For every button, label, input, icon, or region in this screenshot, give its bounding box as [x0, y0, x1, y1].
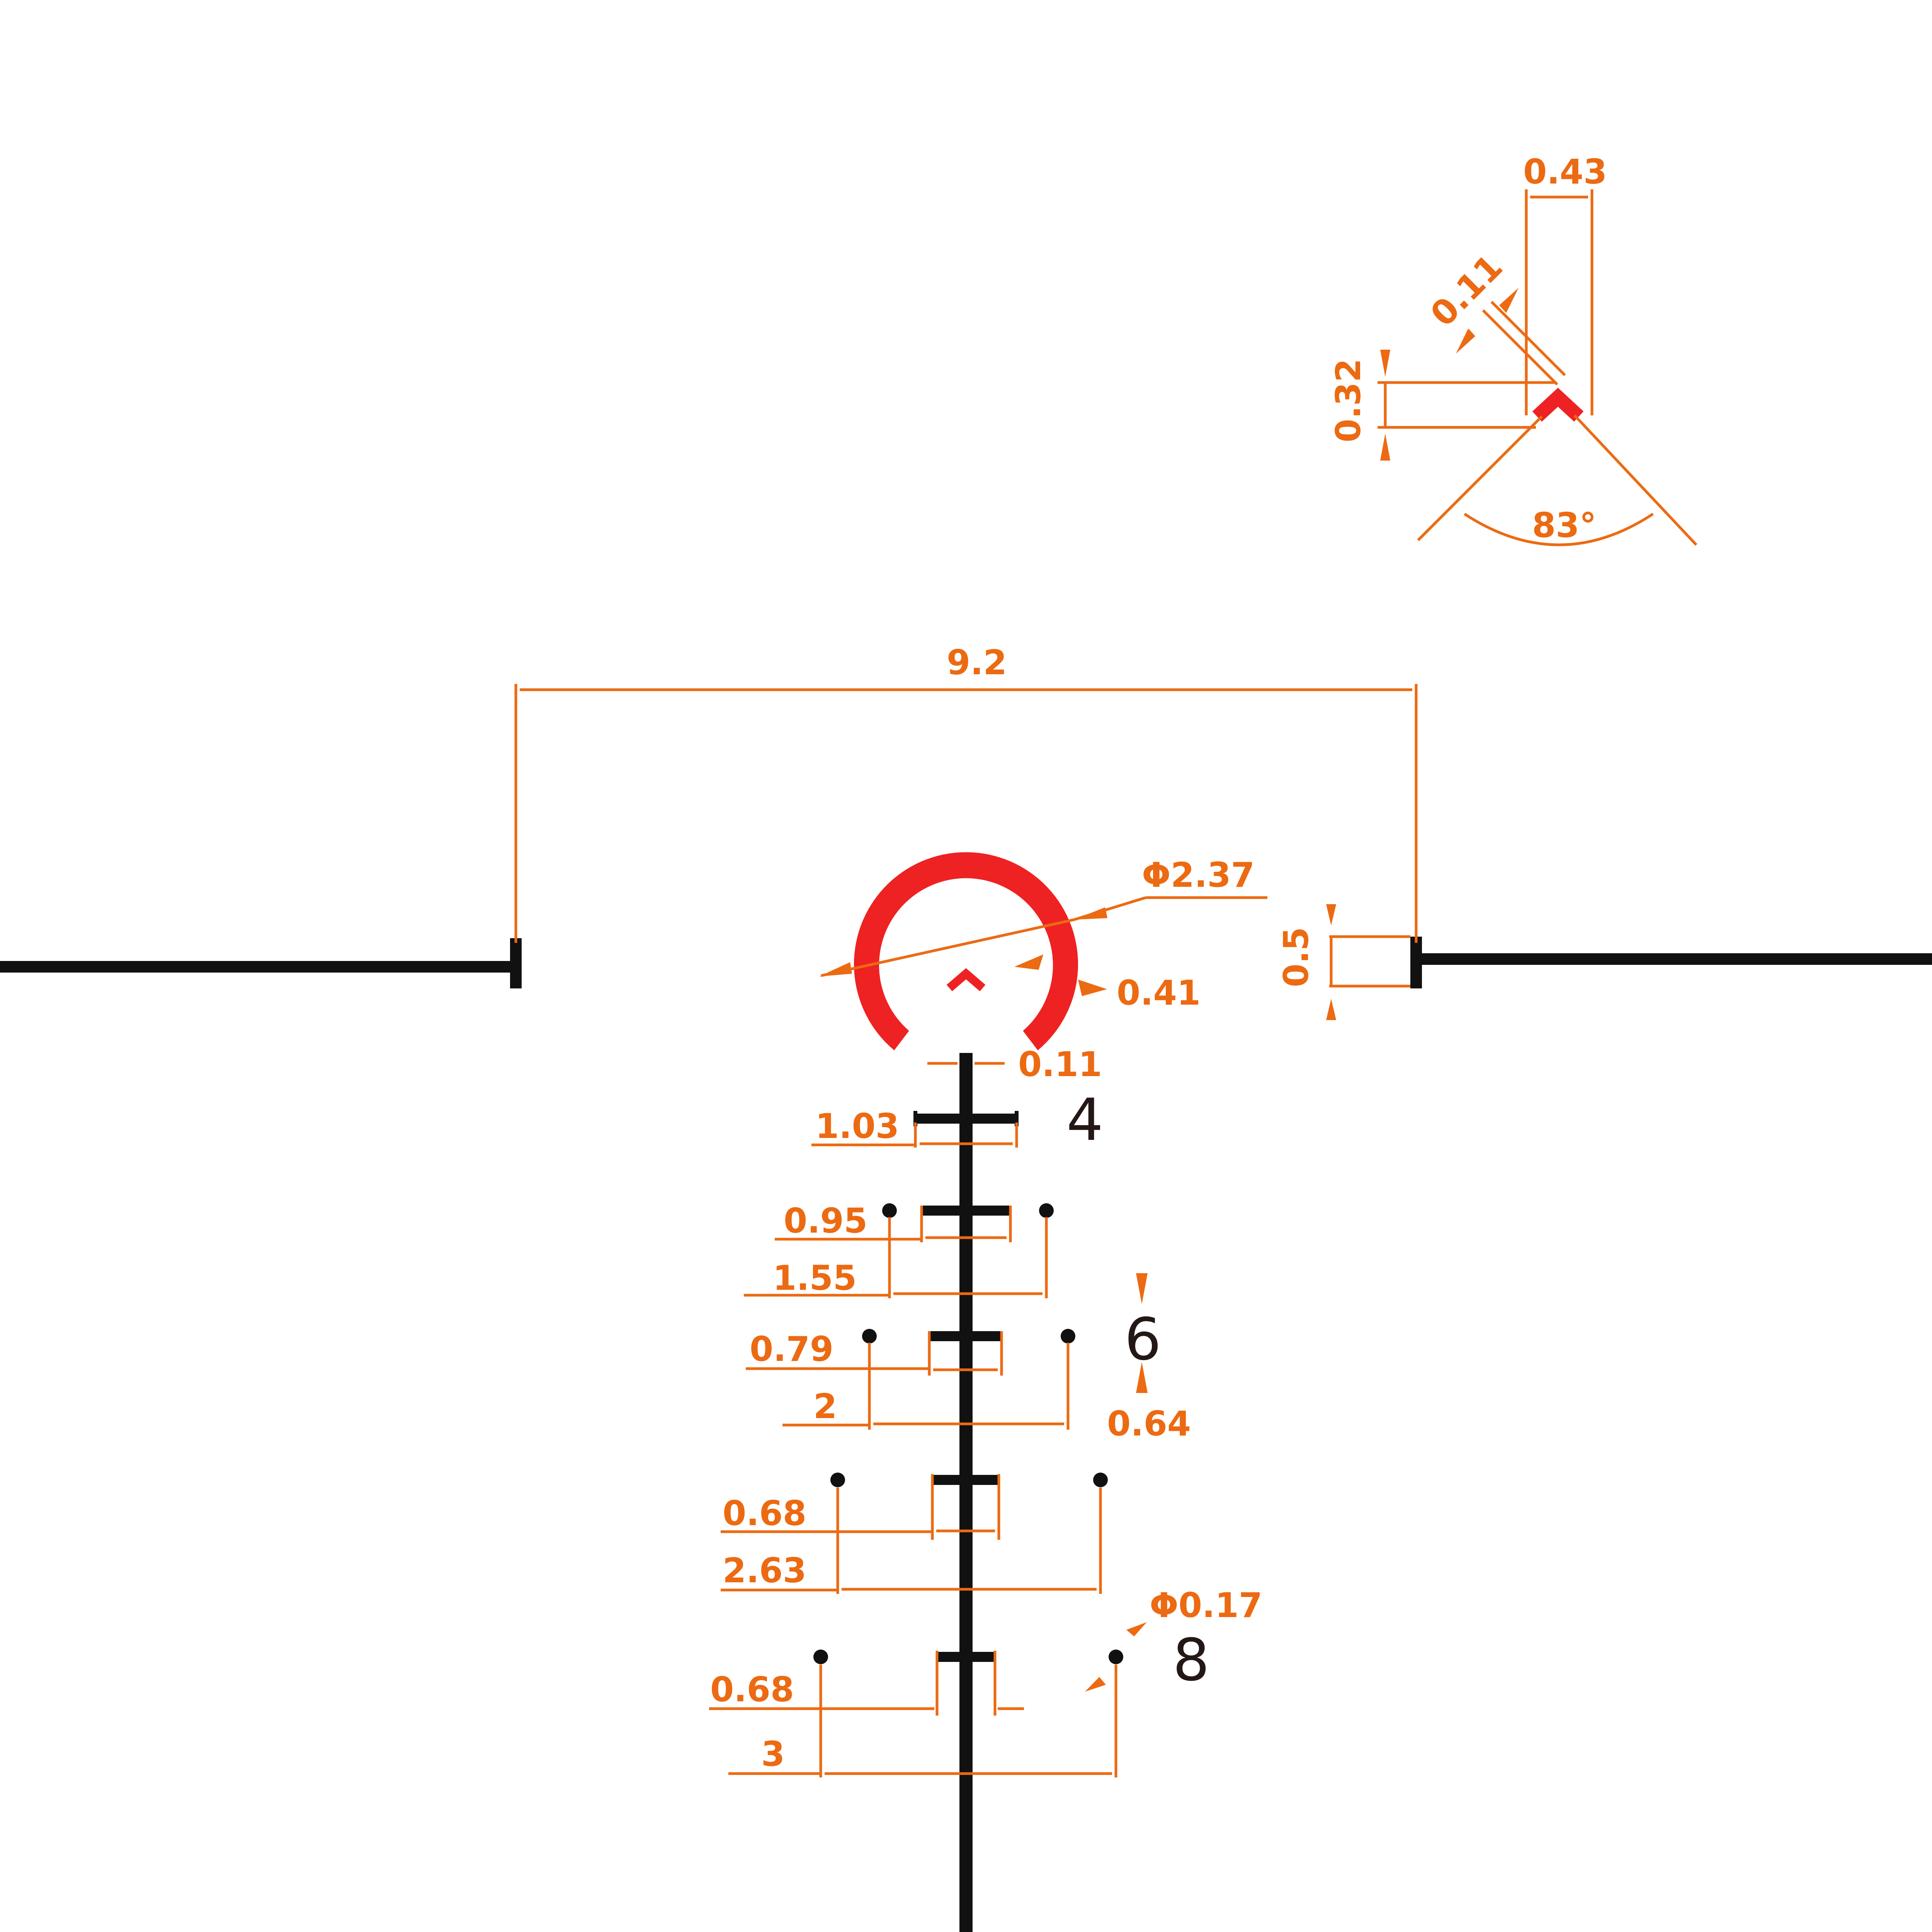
stadia-dot-7-right [1093, 1473, 1108, 1487]
dimension-annotations: 9.2 0.5 Φ2.37 0.41 0.11 1.03 0 [514, 152, 1697, 1777]
post-gap-label: 9.2 [947, 643, 1007, 682]
bar-6-spacing-label: 0.64 [1107, 1404, 1191, 1444]
stadia-dot-6-right [1061, 1329, 1075, 1344]
chevron-detail [1532, 388, 1584, 422]
circle-thickness-label: 0.41 [1117, 973, 1201, 1013]
illuminated-elements [854, 388, 1584, 1051]
dots-8-span-label: 3 [761, 1734, 785, 1774]
circle-diameter-label: Φ2.37 [1142, 855, 1255, 895]
dots-5-span-label: 1.55 [773, 1258, 857, 1298]
chevron-angle-label: 83° [1532, 505, 1596, 545]
stadia-dot-6-left [862, 1329, 877, 1344]
center-line-width-label: 0.11 [1018, 1044, 1102, 1084]
stadia-dot-8-left [813, 1650, 828, 1664]
dots-7-span-label: 2.63 [723, 1551, 806, 1590]
range-numbers: 4 6 8 [1066, 1087, 1209, 1694]
center-chevron [946, 968, 986, 992]
stadia-dot-5-right [1039, 1203, 1054, 1218]
bar-5-width-label: 0.95 [784, 1201, 867, 1241]
chevron-height-label: 0.32 [1328, 359, 1368, 442]
chevron-width-label: 0.43 [1523, 152, 1607, 192]
stadia-dot-5-left [882, 1203, 897, 1218]
stadia-dot-7-left [830, 1473, 845, 1487]
bar-6-width-label: 0.79 [750, 1329, 833, 1369]
dot-diameter-label: Φ0.17 [1150, 1585, 1262, 1625]
horseshoe-circle [854, 852, 1078, 1051]
bar-4-width-label: 1.03 [815, 1106, 899, 1146]
range-number-8: 8 [1173, 1627, 1209, 1694]
range-number-4: 4 [1066, 1087, 1103, 1154]
chevron-thickness-label: 0.11 [1423, 247, 1510, 334]
dots-6-span-label: 2 [813, 1386, 837, 1426]
reticle-black-elements [0, 937, 1932, 1932]
bar-8-width-label: 0.68 [710, 1670, 794, 1709]
post-thickness-label: 0.5 [1276, 927, 1316, 987]
stadia-dot-8-right [1109, 1650, 1123, 1664]
range-number-6: 6 [1124, 1306, 1161, 1373]
bar-7-width-label: 0.68 [723, 1493, 806, 1533]
